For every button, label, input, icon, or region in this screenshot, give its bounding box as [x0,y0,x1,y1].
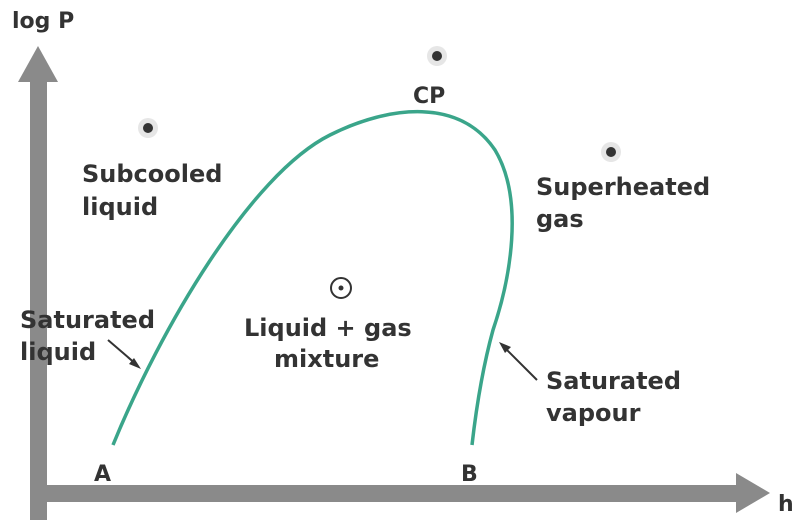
sat-liquid-label-line2: liquid [20,338,96,366]
x-axis [30,473,770,513]
sat-liquid-label-line1: Saturated [20,306,155,334]
cp-marker [427,46,447,66]
subcooled-label-line2: liquid [82,193,158,221]
mixture-label-line2: mixture [274,345,379,373]
y-axis [18,46,58,520]
saturation-dome-curve [111,109,514,446]
superheated-marker [601,142,621,162]
x-axis-arrowhead [736,473,770,513]
sat-vapour-label-line1: Saturated [546,367,681,395]
y-axis-arrowhead [18,46,58,82]
cp-label: CP [413,84,445,109]
subcooled-marker [138,118,158,138]
sat-vapour-pointer-arrow [499,342,538,381]
point-b-label: B [461,462,478,487]
x-axis-line [30,485,740,502]
y-axis-line [30,80,47,520]
sat-liquid-pointer-arrow [107,339,141,369]
mixture-label-line1: Liquid + gas [244,314,412,342]
superheated-label-line1: Superheated [536,173,710,201]
x-axis-label: h [778,492,794,517]
mixture-marker [330,277,352,299]
superheated-label-line2: gas [536,205,584,233]
point-a-label: A [94,462,111,487]
subcooled-label-line1: Subcooled [82,160,222,188]
sat-vapour-label-line2: vapour [546,399,641,427]
y-axis-label: log P [12,9,74,34]
